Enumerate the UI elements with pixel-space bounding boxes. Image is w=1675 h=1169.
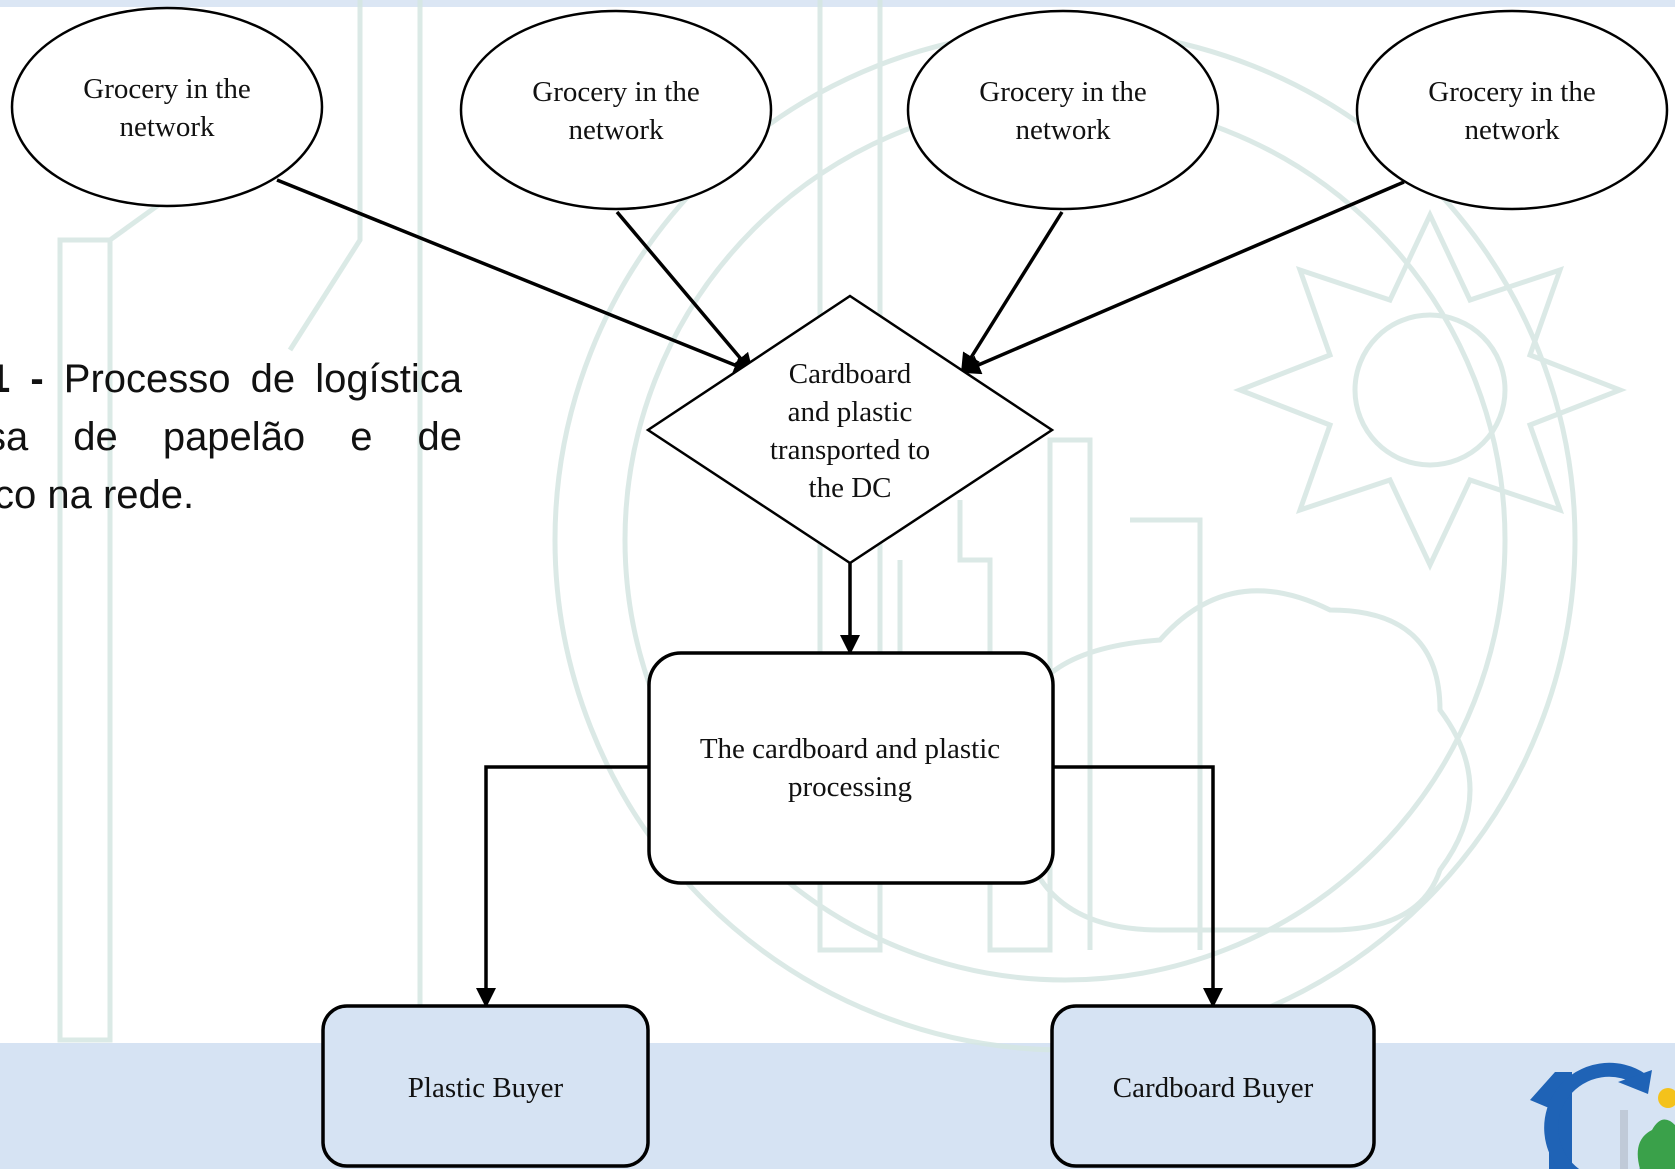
logo-tree <box>1637 1119 1675 1169</box>
node-grocery-2 <box>459 9 773 211</box>
edge-processing-to-cardboard <box>1053 765 1223 1008</box>
grocery-2-label: Grocery in the network <box>532 76 700 146</box>
node-processing <box>647 651 1055 885</box>
logo-ring <box>1544 1062 1650 1169</box>
bottom-band <box>0 1043 1675 1169</box>
node-cardboard-buyer <box>1050 1004 1376 1168</box>
node-grocery-3 <box>906 9 1220 211</box>
logo-sun <box>1658 1088 1675 1108</box>
grocery-3-label: Grocery in the network <box>979 76 1147 146</box>
logo <box>1530 1062 1675 1169</box>
top-band <box>0 0 1675 7</box>
edge-grocery2-to-transport <box>615 210 754 374</box>
connectors <box>276 178 1405 1008</box>
processing-label: The cardboard and plastic processing <box>699 733 1001 803</box>
node-transport <box>645 294 1055 565</box>
caption-line-3: co na rede. <box>0 473 195 517</box>
grocery-4-label: Grocery in the network <box>1428 76 1596 146</box>
node-grocery-1 <box>10 6 324 208</box>
edge-grocery4-to-transport <box>960 180 1405 375</box>
logo-building <box>1620 1110 1628 1169</box>
cardboard-buyer-label: Cardboard Buyer <box>1112 1072 1314 1104</box>
grocery-1-label: Grocery in the network <box>83 73 251 143</box>
edge-grocery3-to-transport <box>960 211 1064 374</box>
plastic-buyer-label: Plastic Buyer <box>407 1072 564 1104</box>
edge-grocery1-to-transport <box>276 178 754 375</box>
caption-line-2: sa de papelão e de <box>0 415 462 459</box>
node-plastic-buyer <box>321 1004 650 1168</box>
caption-figure-number: 1 - <box>0 357 44 401</box>
edge-processing-to-plastic <box>476 765 649 1008</box>
caption-line-1-text: Processo de logística <box>63 357 462 401</box>
logo-refresh-arrow <box>1618 1070 1652 1094</box>
node-grocery-4 <box>1355 9 1669 211</box>
figure-caption: 1 - Processo de logística sa de papelão … <box>0 350 462 524</box>
transport-label: Cardboard and plastic transported to the… <box>769 358 931 504</box>
caption-line-1: 1 - Processo de logística <box>0 350 462 408</box>
